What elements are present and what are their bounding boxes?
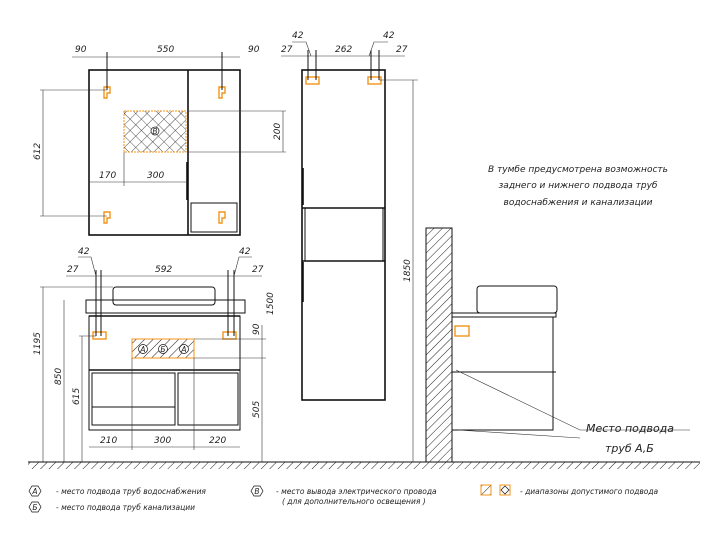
dim-42-left: 42 bbox=[78, 247, 90, 257]
dim-left: 90 bbox=[75, 45, 87, 55]
mount-bracket-icons bbox=[103, 86, 226, 224]
dim-90: 90 bbox=[252, 323, 262, 335]
svg-text:А: А bbox=[31, 487, 37, 496]
svg-text:В тумбе предусмотрена возможно: В тумбе предусмотрена возможность bbox=[488, 165, 668, 175]
dim-592: 592 bbox=[155, 265, 172, 275]
dim-27-left: 27 bbox=[67, 265, 79, 275]
floor bbox=[28, 462, 700, 469]
socket-label: В bbox=[152, 127, 157, 136]
dim-27-right: 27 bbox=[252, 265, 264, 275]
cross-pattern-icon bbox=[499, 484, 511, 496]
dim-42-right-tall: 42 bbox=[383, 31, 395, 41]
svg-text:( для дополнительного освещени: ( для дополнительного освещения ) bbox=[282, 497, 426, 506]
vanity-front: А Б А 42 42 27 592 27 1195 850 615 1500 … bbox=[33, 247, 276, 462]
dim-850: 850 bbox=[54, 368, 64, 385]
legend: А - место подвода труб водоснабжения Б -… bbox=[28, 484, 659, 513]
dim-height: 612 bbox=[33, 143, 43, 160]
dim-width: 550 bbox=[157, 45, 174, 55]
dim-1500: 1500 bbox=[266, 292, 276, 315]
dim-300: 300 bbox=[147, 171, 164, 181]
dim-42-left-tall: 42 bbox=[292, 31, 304, 41]
dim-505: 505 bbox=[252, 401, 262, 418]
wall bbox=[425, 227, 453, 463]
mirror-cabinet: В 90 550 90 612 200 170 300 bbox=[33, 45, 286, 236]
hatch-pattern-icon bbox=[480, 484, 492, 496]
dim-220: 220 bbox=[209, 436, 226, 446]
dim-42-right: 42 bbox=[239, 247, 251, 257]
svg-text:А: А bbox=[180, 345, 186, 354]
dim-300-bottom: 300 bbox=[154, 436, 171, 446]
legend-electric: - место вывода электрического провода bbox=[276, 487, 437, 496]
dim-262: 262 bbox=[335, 45, 352, 55]
side-view: Место подвода труб А,Б bbox=[425, 227, 690, 463]
callout-line1: Место подвода bbox=[586, 422, 674, 435]
dim-615: 615 bbox=[72, 388, 82, 405]
svg-text:Б: Б bbox=[160, 345, 165, 354]
svg-text:В: В bbox=[254, 487, 259, 496]
dim-27-left-tall: 27 bbox=[281, 45, 293, 55]
dim-210: 210 bbox=[100, 436, 117, 446]
svg-text:заднего и нижнего подвода труб: заднего и нижнего подвода труб bbox=[499, 181, 658, 191]
dim-27-right-tall: 27 bbox=[396, 45, 408, 55]
svg-text:А: А bbox=[139, 345, 145, 354]
svg-text:Б: Б bbox=[32, 503, 37, 512]
callout-line2: труб А,Б bbox=[605, 442, 654, 455]
dim-170: 170 bbox=[99, 171, 116, 181]
legend-range: - диапазоны допустимого подвода bbox=[520, 487, 659, 496]
dim-right: 90 bbox=[248, 45, 260, 55]
tall-cabinet: 42 42 27 262 27 1850 bbox=[281, 31, 418, 462]
dim-200: 200 bbox=[273, 123, 283, 140]
dim-1195: 1195 bbox=[33, 332, 43, 355]
pipe-markers: А Б А bbox=[138, 344, 189, 354]
dim-1850: 1850 bbox=[403, 259, 413, 282]
svg-text:водоснабжения и канализации: водоснабжения и канализации bbox=[504, 198, 653, 208]
legend-sewer: - место подвода труб канализации bbox=[56, 503, 195, 512]
installation-note: В тумбе предусмотрена возможность заднег… bbox=[488, 165, 668, 208]
legend-water: - место подвода труб водоснабжения bbox=[56, 487, 206, 496]
